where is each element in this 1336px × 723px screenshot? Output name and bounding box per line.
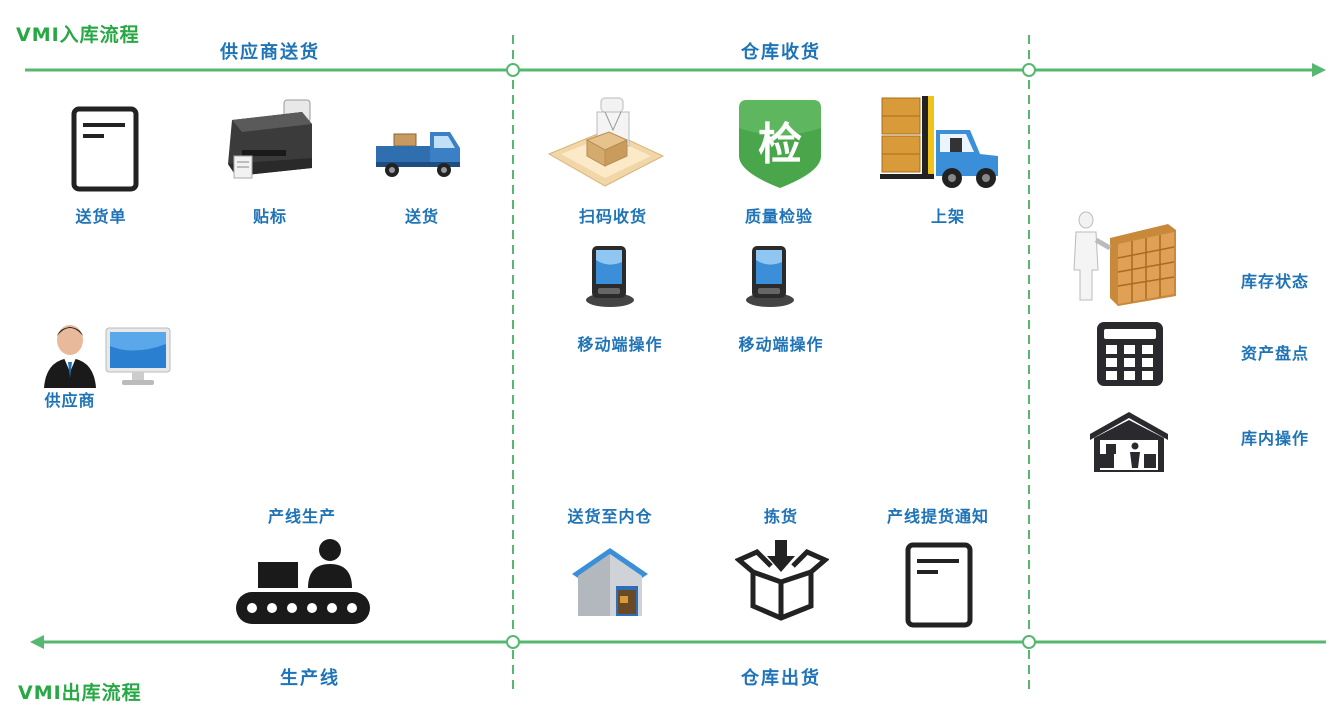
- step-delivery: 送货: [404, 207, 440, 226]
- conveyor-worker-icon: [234, 536, 372, 626]
- inventory-status-icon: [1070, 210, 1178, 306]
- scan-receive-icon: [547, 96, 665, 190]
- step-line-production: 产线生产: [267, 507, 337, 526]
- mobile-terminal-icon: [744, 244, 794, 308]
- step-quality-inspection: 质量检验: [744, 207, 814, 226]
- inbound-arrow-head: [1312, 63, 1326, 77]
- document-icon: [70, 106, 140, 192]
- junction-top-left: [506, 63, 520, 77]
- step-delivery-note: 送货单: [75, 207, 127, 226]
- truck-icon: [372, 118, 464, 180]
- section-production-line: 生产线: [280, 668, 340, 689]
- step-mobile-op-1: 移动端操作: [577, 335, 663, 354]
- section-warehouse-receiving: 仓库收货: [741, 42, 821, 63]
- step-pickup-notice: 产线提货通知: [886, 507, 990, 526]
- step-mobile-op-2: 移动端操作: [738, 335, 824, 354]
- mobile-terminal-icon: [584, 244, 634, 308]
- junction-top-right: [1022, 63, 1036, 77]
- step-asset-count: 资产盘点: [1241, 344, 1310, 363]
- step-supplier: 供应商: [44, 391, 96, 410]
- step-scan-receive: 扫码收货: [578, 207, 648, 226]
- document-icon: [904, 542, 974, 628]
- label-printer-icon: [224, 98, 320, 182]
- picking-box-icon: [735, 538, 829, 622]
- outbound-arrow-head: [30, 635, 44, 649]
- section-supplier-delivery: 供应商送货: [220, 42, 320, 63]
- step-in-warehouse-op: 库内操作: [1241, 429, 1310, 448]
- step-shelving: 上架: [930, 207, 966, 226]
- junction-bottom-left: [506, 635, 520, 649]
- step-deliver-inner-warehouse: 送货至内仓: [567, 507, 653, 526]
- forklift-icon: [880, 94, 1004, 190]
- warehouse-interior-icon: [1088, 410, 1170, 474]
- step-labeling: 贴标: [252, 207, 288, 226]
- section-warehouse-shipping: 仓库出货: [741, 668, 821, 689]
- step-picking: 拣货: [763, 507, 799, 526]
- inspection-glyph: 检: [758, 119, 802, 170]
- supplier-person-icon: [42, 322, 102, 388]
- inbound-flow-title: VMI入库流程: [16, 24, 140, 46]
- storehouse-icon: [570, 546, 650, 620]
- inspection-shield-icon: [737, 98, 823, 190]
- monitor-icon: [104, 326, 172, 388]
- outbound-flow-title: VMI出库流程: [18, 682, 142, 704]
- junction-bottom-right: [1022, 635, 1036, 649]
- step-inventory-status: 库存状态: [1241, 272, 1310, 291]
- calculator-icon: [1096, 321, 1164, 387]
